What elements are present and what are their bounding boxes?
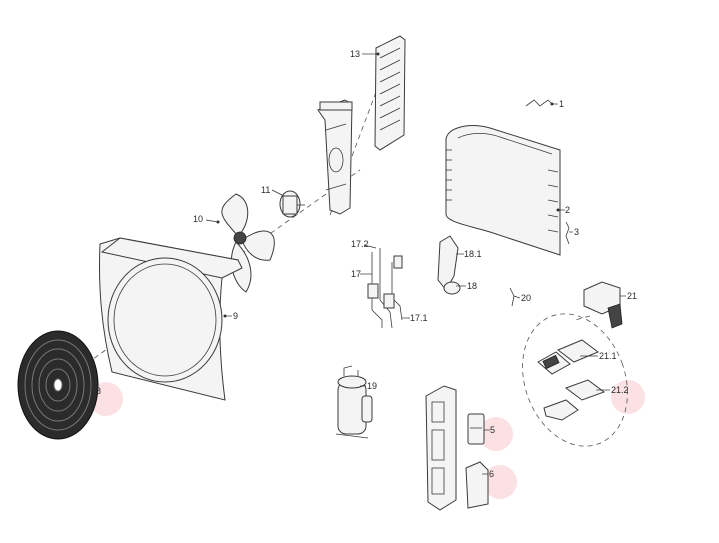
part-8-fan-guard [17,330,99,440]
callout-17-1: 17.1 [410,313,428,323]
callout-2: 2 [565,205,570,215]
part-21-exploded-group [522,313,628,447]
callout-13: 13 [350,49,360,59]
part-13-side-grille [362,35,406,151]
part-17-valve-assembly [360,244,410,329]
highlight-marker-21-2 [611,380,645,414]
part-21-control-module [583,281,626,329]
callout-labels: 1 2 3 5 6 8 9 10 11 13 17 17.1 17.2 18 1… [96,49,637,479]
coil-fins [446,149,559,233]
callout-11: 11 [261,185,270,195]
highlight-markers [89,380,645,499]
part-5-terminal-block [467,413,490,445]
callout-19: 19 [367,381,377,391]
callout-3: 3 [574,227,579,237]
grille-slats [379,47,401,131]
highlight-marker-6 [483,465,517,499]
part-19-compressor [335,365,373,439]
part-electric-box-panel [425,385,457,511]
callout-1: 1 [559,99,564,109]
part-9-front-panel [99,237,243,401]
part-11-fan-motor [271,189,305,218]
callout-6: 6 [489,469,494,479]
callout-21: 21 [627,291,637,301]
part-2-condenser-coil [445,125,565,256]
callout-18: 18 [467,281,477,291]
callout-8: 8 [96,386,101,396]
callout-20: 20 [521,293,531,303]
callout-17: 17 [351,269,361,279]
part-1-refrigerant-pipe [525,99,558,107]
highlight-marker-5 [479,417,513,451]
callout-21-1: 21.1 [599,351,617,361]
callout-5: 5 [490,425,495,435]
callout-17-2: 17.2 [351,239,369,249]
callout-10: 10 [193,214,203,224]
part-3-bracket-clips [565,221,573,245]
part-6-cover [465,461,489,509]
callout-18-1: 18.1 [464,249,482,259]
part-18-service-valve [437,235,466,295]
callout-9: 9 [233,311,238,321]
callout-21-2: 21.2 [611,385,629,395]
part-20-wire-clip [509,287,521,307]
part-motor-bracket [317,99,353,215]
